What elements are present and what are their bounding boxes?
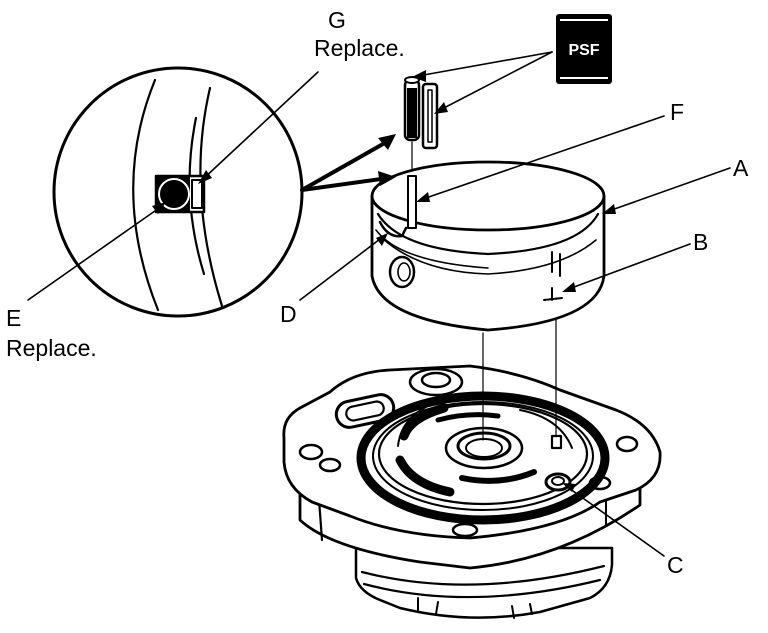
psf-grease-badge: PSF — [556, 14, 612, 84]
psf-badge-text: PSF — [568, 42, 599, 59]
label-e-note: Replace. — [6, 335, 97, 361]
label-f: F — [670, 99, 684, 125]
detail-magnifier — [52, 66, 304, 318]
label-g-note: Replace. — [314, 35, 405, 61]
label-a: A — [733, 155, 749, 181]
label-g: G — [328, 7, 346, 33]
label-d: D — [280, 301, 297, 327]
cam-ring — [370, 160, 606, 332]
roll-pins — [403, 76, 439, 150]
label-c: C — [667, 552, 684, 578]
label-e: E — [6, 305, 21, 331]
callout-labels: G Replace. F A B D E Replace. C — [6, 7, 749, 578]
label-b: B — [693, 229, 708, 255]
leader-lines — [27, 51, 731, 557]
pump-housing — [282, 364, 662, 619]
